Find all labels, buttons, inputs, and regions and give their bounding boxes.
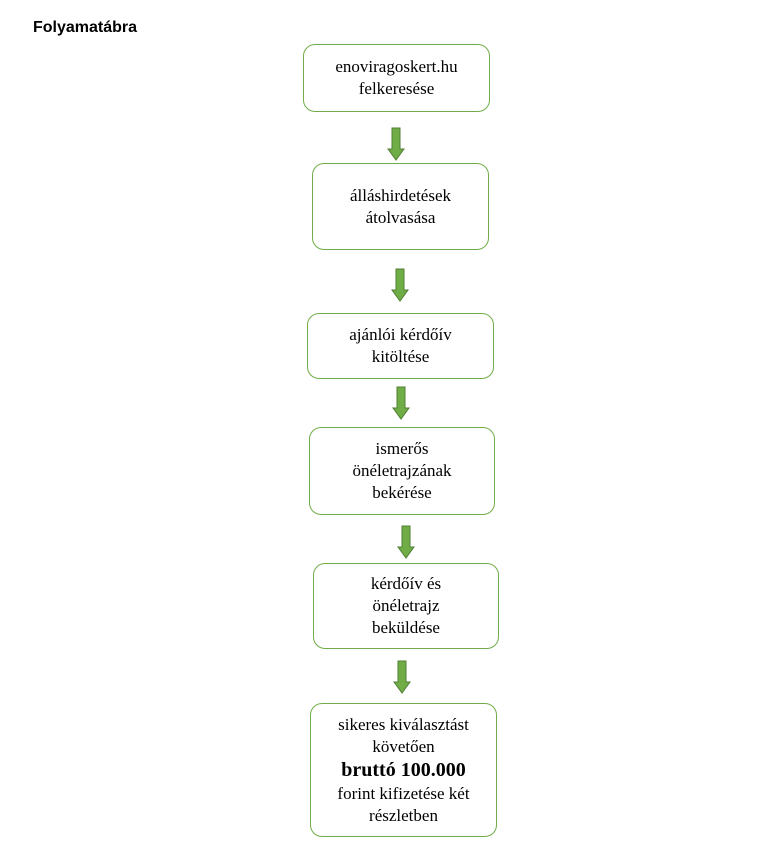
step-4-line-2: önéletrajzának [352, 461, 452, 480]
step-2-box: álláshirdetések átolvasása [312, 163, 489, 250]
arrow-1-down-icon [387, 127, 405, 161]
step-3-box: ajánlói kérdőív kitöltése [307, 313, 494, 379]
step-1-line-1: enoviragoskert.hu [335, 57, 458, 76]
flowchart-title: Folyamatábra [33, 19, 138, 36]
step-4-line-1: ismerős [375, 439, 429, 458]
step-6-box: sikeres kiválasztást követően bruttó 100… [310, 703, 497, 837]
step-5-line-3: beküldése [372, 618, 440, 637]
arrow-2-down-icon [391, 268, 409, 302]
step-5-line-1: kérdőív és [370, 574, 442, 593]
step-6-line-2: követően [372, 736, 435, 756]
arrow-4-down-icon [397, 525, 415, 559]
step-6-amount: bruttó 100.000 [341, 758, 466, 781]
step-3-line-2: kitöltése [371, 347, 430, 366]
step-1-line-2: felkeresése [358, 79, 435, 98]
arrow-5-down-icon [393, 660, 411, 694]
step-6-line-5: részletben [369, 805, 438, 825]
step-2-line-2: átolvasása [365, 207, 436, 227]
step-3-line-1: ajánlói kérdőív [349, 325, 452, 344]
step-4-box: ismerős önéletrajzának bekérése [309, 427, 495, 515]
step-4-line-3: bekérése [372, 483, 432, 502]
step-1-box: enoviragoskert.hu felkeresése [303, 44, 490, 112]
step-5-line-2: önéletrajz [372, 596, 440, 615]
step-6-line-1: sikeres kiválasztást [338, 714, 469, 734]
step-5-box: kérdőív és önéletrajz beküldése [313, 563, 499, 649]
step-6-line-4: forint kifizetése két [337, 783, 470, 803]
arrow-3-down-icon [392, 386, 410, 420]
step-2-line-1: álláshirdetések [349, 185, 451, 205]
